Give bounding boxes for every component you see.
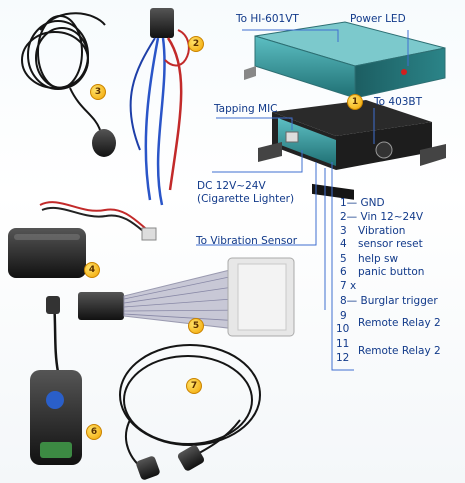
pin-3-number: 3 (340, 225, 347, 237)
badge-2: 2 (188, 36, 204, 52)
callout-lines (196, 29, 409, 371)
pin-6-number: 6 (340, 266, 347, 278)
badge-7: 7 (186, 378, 202, 394)
bluetooth-module (30, 296, 82, 465)
label-to-hi601vt: To HI-601VT (236, 13, 299, 25)
pin-11-12-label: Remote Relay 2 (358, 345, 441, 357)
badge-6: 6 (86, 424, 102, 440)
pin-4-number: 4 (340, 238, 347, 250)
pin-6-label: panic button (358, 266, 425, 278)
vibration-sensor-module (8, 201, 157, 278)
device-main (258, 100, 446, 200)
pin-10-number: 10 (336, 323, 350, 335)
label-dc-voltage: DC 12V~24V (197, 180, 266, 192)
pin-5-number: 5 (340, 253, 347, 265)
pin-9-number: 9 (340, 310, 347, 322)
pin-3-4-label-line2: sensor reset (358, 238, 423, 250)
pin-11-number: 11 (336, 338, 350, 350)
pin-1-gnd: 1— GND (340, 197, 385, 209)
pin-8-burglar-trigger: 8— Burglar trigger (340, 295, 438, 307)
label-to-403bt: To 403BT (374, 96, 423, 108)
pin-7-unused: 7 x (340, 280, 357, 292)
mic-puck (92, 129, 116, 157)
pin-2-vin: 2— Vin 12~24V (340, 211, 424, 223)
label-to-vibration-sensor: To Vibration Sensor (196, 235, 298, 247)
tapping-mic-cable (21, 12, 106, 131)
badge-4: 4 (84, 262, 100, 278)
relay-harness (129, 8, 190, 206)
pin-9-10-label: Remote Relay 2 (358, 317, 441, 329)
label-cigarette-lighter: (Cigarette Lighter) (197, 193, 295, 205)
badge-1: 1 (347, 94, 363, 110)
pin-5-label: help sw (358, 253, 399, 265)
pin-3-4-label-line1: Vibration (358, 225, 406, 237)
badge-5: 5 (188, 318, 204, 334)
label-tapping-mic: Tapping MIC (214, 103, 278, 115)
ribbon-connector (78, 257, 295, 337)
badge-3: 3 (90, 84, 106, 100)
pin-12-number: 12 (336, 352, 350, 364)
device-top (244, 21, 446, 155)
label-power-led: Power LED (350, 13, 406, 25)
